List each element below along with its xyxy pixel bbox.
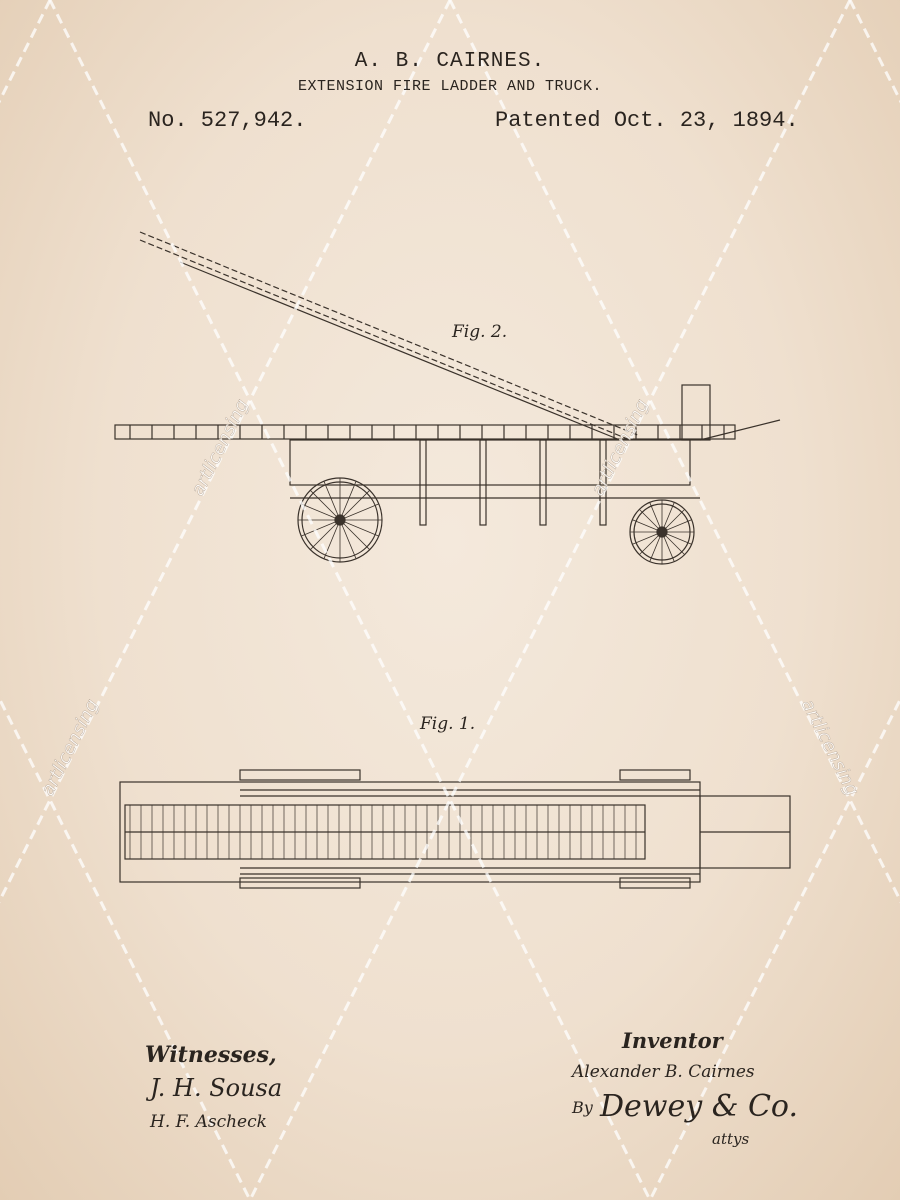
inventor-signature: Alexander B. Cairnes bbox=[572, 1062, 755, 1082]
inventor-name: A. B. CAIRNES. bbox=[354, 50, 546, 73]
patent-number: No. 527,942. bbox=[148, 108, 307, 133]
wheel-top bbox=[239, 877, 361, 889]
watermark-line bbox=[0, 696, 252, 1200]
truck-post bbox=[479, 439, 487, 526]
patent-date: Patented Oct. 23, 1894. bbox=[495, 108, 799, 133]
watermark-text: artlicensing bbox=[187, 396, 253, 499]
watermark-text: artlicensing bbox=[37, 696, 103, 799]
wheel-hub bbox=[656, 526, 668, 538]
truck-post bbox=[599, 439, 607, 526]
wheel-spoke bbox=[310, 519, 341, 550]
watermark-line bbox=[648, 696, 900, 1200]
ladder-line bbox=[179, 261, 621, 441]
ladder-extended-dashed bbox=[139, 239, 631, 441]
witnesses-label: Witnesses, bbox=[145, 1042, 277, 1068]
truck-post bbox=[539, 439, 547, 526]
watermark-line bbox=[848, 0, 900, 104]
watermark-line bbox=[48, 0, 652, 1200]
driver-seat bbox=[681, 384, 711, 441]
watermark-text: artlicensing bbox=[797, 696, 863, 799]
wheel-top bbox=[239, 769, 361, 781]
by-label: By bbox=[572, 1098, 593, 1117]
patent-title: EXTENSION FIRE LADDER AND TRUCK. bbox=[297, 78, 603, 95]
truck-post bbox=[419, 439, 427, 526]
wheel-top bbox=[619, 877, 691, 889]
attorney-signature: Dewey & Co. bbox=[600, 1089, 798, 1124]
watermark-text: artlicensing bbox=[587, 396, 653, 499]
inventor-label: Inventor bbox=[622, 1028, 723, 1053]
attorney-suffix: attys bbox=[712, 1130, 750, 1148]
pole bbox=[699, 419, 781, 441]
ladder-extended-dashed bbox=[139, 231, 641, 437]
wheel-spoke bbox=[339, 519, 357, 559]
wheel-top bbox=[619, 769, 691, 781]
wheel-spoke bbox=[339, 503, 379, 521]
witness-signature-1: J. H. Sousa bbox=[150, 1074, 283, 1102]
wheel-spoke bbox=[339, 519, 370, 550]
wheel-spoke bbox=[310, 490, 341, 521]
witness-signature-2: H. F. Ascheck bbox=[150, 1112, 267, 1132]
fig1-top-view-drawing bbox=[119, 769, 791, 889]
wheel-spoke bbox=[323, 481, 341, 521]
wheel-spoke bbox=[301, 503, 341, 521]
wheel-spoke bbox=[339, 519, 379, 537]
wheel-spoke bbox=[339, 481, 357, 521]
ladder-bed bbox=[114, 424, 736, 440]
watermark-line bbox=[0, 0, 52, 104]
wheel-hub bbox=[334, 514, 346, 526]
fig2-label: Fig. 2. bbox=[452, 322, 508, 342]
watermark-line bbox=[248, 0, 852, 1200]
fig2-side-view-drawing bbox=[114, 231, 781, 565]
wheel-spoke bbox=[339, 490, 370, 521]
watermark-line bbox=[448, 0, 900, 904]
fig1-label: Fig. 1. bbox=[420, 714, 476, 734]
watermark-line bbox=[0, 0, 450, 1200]
truck-body bbox=[289, 439, 691, 486]
wheel-spoke bbox=[301, 519, 341, 537]
